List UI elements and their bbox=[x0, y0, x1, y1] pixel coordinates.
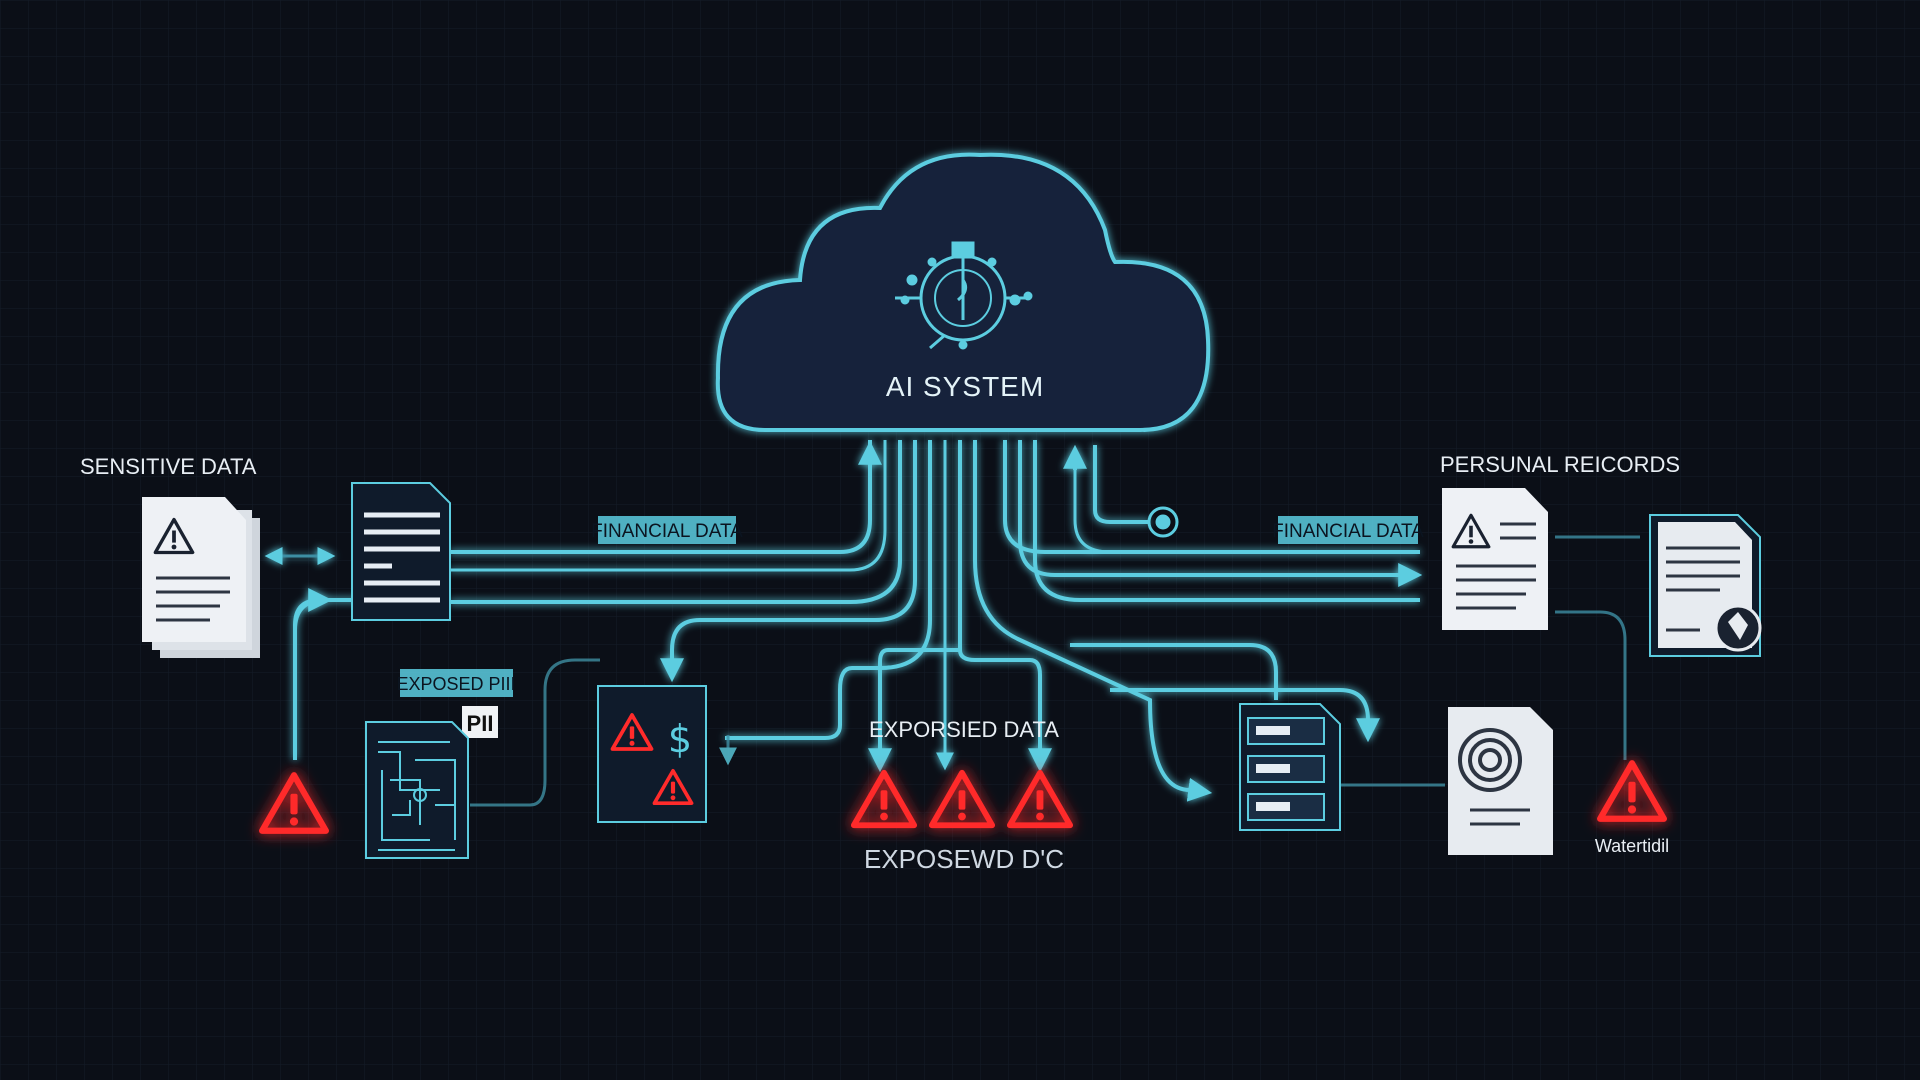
sensitive-document-stack[interactable] bbox=[142, 497, 260, 658]
fingerprint-document[interactable] bbox=[1448, 707, 1553, 855]
data-flow-lines bbox=[264, 440, 1423, 802]
currency-icon: $ bbox=[668, 717, 692, 761]
svg-text:FINANCIAL DATA: FINANCIAL DATA bbox=[591, 521, 743, 542]
personal-records-document[interactable] bbox=[1442, 488, 1548, 630]
ai-system-cloud[interactable]: AI SYSTEM bbox=[715, 152, 1211, 432]
lock-icon bbox=[1132, 506, 1179, 538]
circuit-document-icon[interactable] bbox=[365, 721, 469, 859]
certificate-icon[interactable] bbox=[1649, 514, 1762, 657]
exposed-data-label: EXPORSIED DATA bbox=[869, 717, 1059, 742]
financial-document-icon[interactable] bbox=[351, 482, 451, 621]
sensitive-data-label: SENSITIVE DATA bbox=[80, 454, 257, 479]
fingerprint-icon bbox=[1458, 728, 1522, 792]
currency-risk-icon[interactable]: $ bbox=[597, 685, 707, 823]
server-icon[interactable] bbox=[1239, 703, 1341, 831]
personal-records-label: PERSUNAL REICORDS bbox=[1440, 452, 1680, 477]
watermark-caption: Watertidil bbox=[1595, 836, 1669, 856]
exposed-pii-chip: EXPOSED PIII bbox=[396, 669, 516, 697]
svg-text:EXPOSED PIII: EXPOSED PIII bbox=[396, 674, 515, 694]
pii-tag: PII bbox=[462, 706, 498, 738]
financial-data-chip-left: FINANCIAL DATA bbox=[591, 516, 743, 544]
svg-text:FINANCIAL DATA: FINANCIAL DATA bbox=[1272, 521, 1424, 542]
svg-text:PII: PII bbox=[467, 711, 494, 736]
exposed-caption: EXPOSEWD D'C bbox=[864, 844, 1064, 874]
financial-data-chip-right: FINANCIAL DATA bbox=[1272, 516, 1424, 544]
secondary-flow-lines bbox=[470, 535, 1640, 807]
cloud-title: AI SYSTEM bbox=[886, 371, 1044, 402]
ai-brain-icon bbox=[895, 241, 1033, 350]
